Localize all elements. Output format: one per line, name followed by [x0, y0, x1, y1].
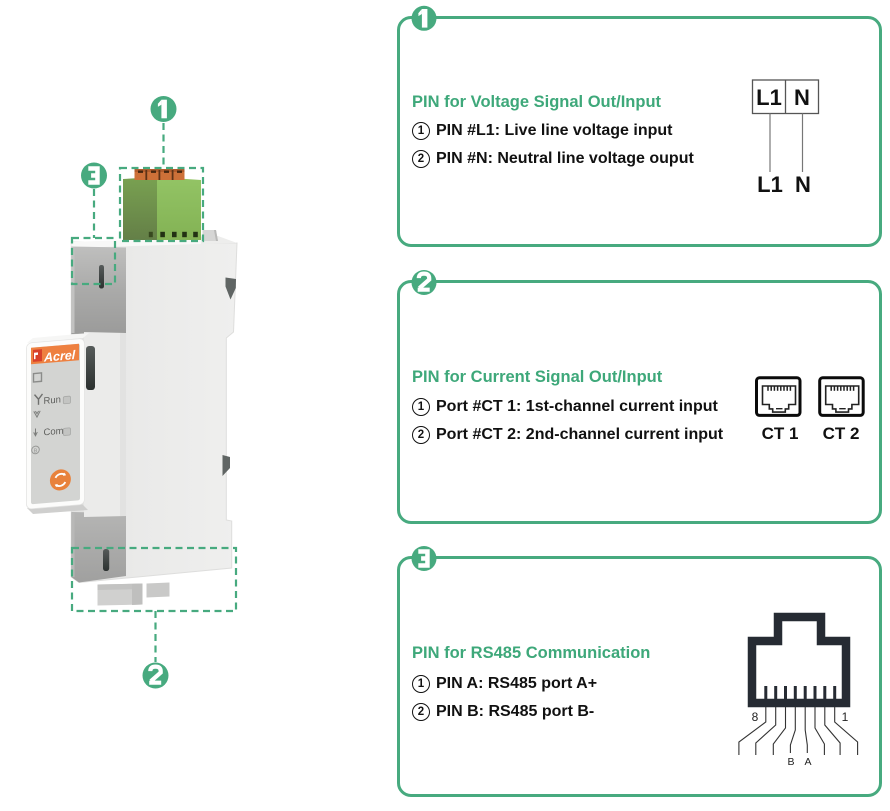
- svg-text:L1: L1: [756, 85, 782, 110]
- svg-text:Run: Run: [44, 394, 61, 406]
- svg-text:8: 8: [752, 710, 759, 724]
- svg-text:A: A: [804, 756, 811, 768]
- svg-text:Com: Com: [44, 426, 64, 439]
- svg-text:1: 1: [842, 710, 849, 724]
- svg-text:CT 1: CT 1: [762, 424, 799, 443]
- svg-text:CT 2: CT 2: [823, 424, 860, 443]
- svg-text:Acrel: Acrel: [43, 348, 76, 365]
- svg-text:N: N: [795, 172, 811, 197]
- svg-text:N: N: [794, 85, 810, 110]
- svg-text:L1: L1: [757, 172, 783, 197]
- svg-text:B: B: [34, 448, 38, 454]
- svg-text:B: B: [787, 756, 794, 768]
